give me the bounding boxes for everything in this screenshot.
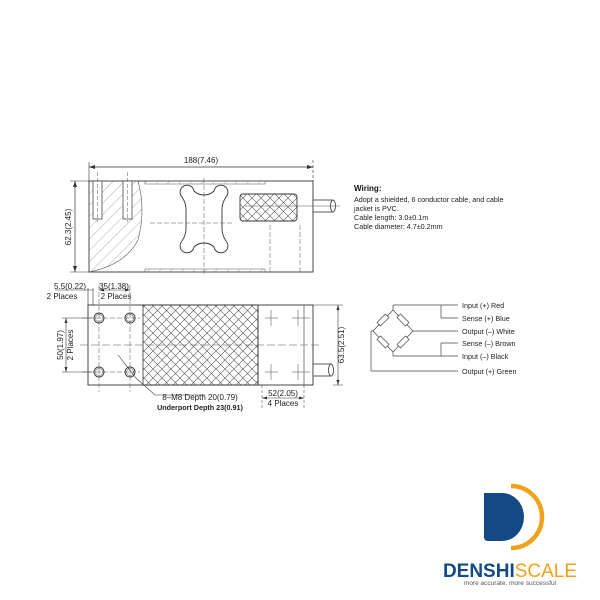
top-view	[55, 285, 343, 410]
wire-input-plus: Input (+) Red	[462, 301, 504, 310]
wire-output-plus: Output (+) Green	[462, 367, 517, 376]
wiring-line-1: Adopt a shielded, 6 conductor cable, and…	[354, 195, 503, 204]
wire-sense-plus: Sense (+) Blue	[462, 314, 510, 323]
width-dimension: 63.5(2.51)	[337, 326, 346, 363]
wire-sense-minus: Sense (–) Brown	[462, 339, 516, 348]
wiring-title: Wiring:	[354, 184, 381, 193]
logo-arc	[510, 483, 545, 551]
logo-d-mark	[484, 493, 524, 541]
wiring-line-4: Cable diameter: 4.7±0.2mm	[354, 222, 443, 231]
thread-callout: 8–M8 Depth 20(0.79)	[162, 393, 238, 402]
underport-callout: Underport Depth 23(0.91)	[157, 403, 243, 412]
brand-name-bold: DENSHI	[443, 561, 515, 582]
wheatstone-bridge	[370, 304, 458, 372]
edge-offset-dimension: 5.5(0.22)	[54, 282, 86, 291]
wire-output-minus: Output (–) White	[462, 327, 515, 336]
brand-tagline: more accurate. more successful	[464, 580, 557, 587]
wire-input-minus: Input (–) Black	[462, 352, 509, 361]
svg-text:DENSHISCALE: DENSHISCALE	[443, 561, 577, 582]
hole-spacing-note: 2 Places	[101, 292, 132, 301]
right-hole-note: 4 Places	[268, 399, 299, 408]
height-dimension: 62.3(2.45)	[64, 208, 73, 245]
brand-logo: DENSHISCALE more accurate. more successf…	[443, 483, 577, 587]
edge-offset-note: 2 Places	[47, 292, 78, 301]
wiring-line-3: Cable length: 3.0±0.1m	[354, 213, 428, 222]
brand-name-light: SCALE	[515, 561, 577, 582]
side-view	[70, 160, 340, 276]
mounting-holes	[82, 285, 310, 392]
vertical-spacing-note: 2 Places	[66, 330, 75, 361]
vertical-spacing-dimension: 50(1.97)	[56, 330, 65, 360]
hole-spacing-dimension: 35(1.38)	[99, 282, 129, 291]
wiring-line-2: jacket is PVC.	[353, 204, 399, 213]
right-hole-dimension: 52(2.05)	[268, 389, 298, 398]
length-dimension: 188(7.46)	[184, 156, 219, 165]
strain-gauge-cover	[239, 193, 298, 222]
